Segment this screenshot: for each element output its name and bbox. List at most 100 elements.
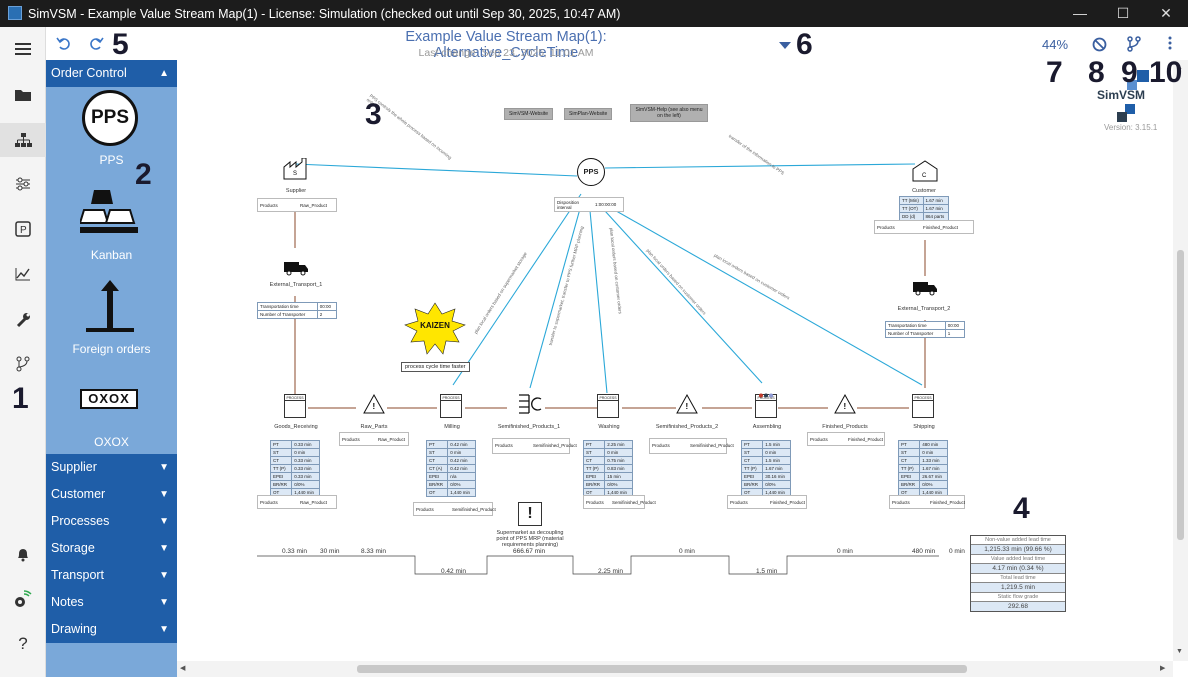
timeline-value: 0 min: [949, 548, 965, 555]
link-simvsm-website[interactable]: SimVSM-Website: [504, 108, 554, 120]
palette-section-drawing[interactable]: Drawing▼: [46, 616, 177, 643]
palette-section-customer[interactable]: Customer▼: [46, 481, 177, 508]
folder-icon[interactable]: [6, 78, 40, 112]
undo-icon[interactable]: [56, 35, 72, 56]
last-change: Last change: Sep 23, 2025, 11:01 AM: [418, 47, 594, 59]
static-label: Static flow grade: [971, 593, 1065, 602]
palette-section-storage[interactable]: Storage▼: [46, 535, 177, 562]
vertical-scroll-thumb[interactable]: [1177, 250, 1184, 540]
pps-symbol-icon[interactable]: PPS: [82, 90, 138, 146]
palette-section-transport[interactable]: Transport▼: [46, 562, 177, 589]
palette-item-foreign-orders[interactable]: Foreign orders: [72, 342, 151, 356]
more-options-icon[interactable]: [1168, 36, 1172, 55]
lead-time-table: Non-value added lead time 1,215.33 min (…: [970, 535, 1066, 612]
horizontal-scroll-thumb[interactable]: [357, 665, 967, 673]
store-label: Finished_Products: [822, 424, 868, 430]
palette-section-order-control[interactable]: Order Control▲: [46, 60, 177, 87]
logo-text: SimVSM: [1097, 88, 1146, 102]
truck-icon[interactable]: [912, 280, 938, 301]
nva-value: 1,215.33 min (99.66 %): [971, 545, 1065, 555]
transport-2-label: External_Transport_2: [897, 306, 951, 312]
kanban-icon[interactable]: [78, 188, 140, 241]
palette-item-kanban[interactable]: Kanban: [90, 248, 133, 262]
process-washing[interactable]: PROCESS: [597, 394, 619, 418]
line-chart-icon[interactable]: [6, 257, 40, 291]
sliders-icon[interactable]: [6, 167, 40, 201]
vertical-scrollbar[interactable]: ▲ ▼: [1173, 60, 1188, 661]
inventory-triangle-icon[interactable]: !: [834, 393, 856, 419]
timeline-value: 0 min: [837, 548, 853, 555]
total-value: 1,219.5 min: [971, 583, 1065, 593]
zoom-level[interactable]: 44%: [1042, 37, 1069, 52]
help-icon[interactable]: ?: [18, 634, 28, 653]
palette-item-oxox[interactable]: OXOX: [94, 435, 129, 449]
block-icon[interactable]: [1092, 37, 1107, 57]
foreign-orders-icon[interactable]: [84, 278, 136, 339]
customer-factory-icon[interactable]: C: [912, 160, 938, 187]
link-simvsm-help[interactable]: SimVSM-Help (see also menu on the left): [630, 104, 708, 122]
wrench-icon[interactable]: [6, 303, 40, 337]
timeline-value: 1.5 min: [756, 568, 778, 575]
annotation-9: 9: [1121, 56, 1138, 89]
oxox-symbol-icon[interactable]: OXOX: [80, 389, 138, 409]
pps-node[interactable]: PPS: [577, 158, 605, 186]
truck-icon[interactable]: [283, 260, 309, 281]
process-shipping[interactable]: PROCESS: [912, 394, 934, 418]
timeline-value: 0 min: [679, 548, 695, 555]
factory-icon[interactable]: S: [283, 157, 309, 185]
va-label: Value added lead time: [971, 555, 1065, 564]
close-button[interactable]: ✕: [1160, 5, 1172, 21]
svg-text:C: C: [922, 173, 927, 179]
link-simplan-website[interactable]: SimPlan-Website: [564, 108, 613, 120]
transport-1-label: External_Transport_1: [269, 282, 323, 288]
svg-text:P: P: [20, 225, 27, 236]
supermarket-icon[interactable]: [517, 394, 543, 419]
warning-note-icon[interactable]: !: [518, 502, 542, 526]
settings-icon[interactable]: [6, 582, 40, 616]
process-label: Shipping: [913, 424, 935, 430]
kanban-dots-icon: [759, 385, 773, 398]
note-box[interactable]: process cycle time faster: [401, 362, 470, 372]
inventory-triangle-icon[interactable]: !: [676, 393, 698, 419]
horizontal-scrollbar[interactable]: ◀ ▶: [177, 661, 1173, 677]
bell-icon[interactable]: [6, 537, 40, 571]
svg-text:S: S: [293, 171, 297, 177]
palette-item-pps[interactable]: PPS: [99, 153, 124, 167]
left-nav: P ?: [0, 27, 46, 677]
palette-section-processes[interactable]: Processes▼: [46, 508, 177, 535]
parking-icon[interactable]: P: [6, 212, 40, 246]
process-label: Milling: [444, 424, 460, 430]
annotation-8: 8: [1088, 56, 1105, 89]
annotation-7: 7: [1046, 56, 1063, 89]
process-milling[interactable]: PROCESS: [440, 394, 462, 418]
process-goods-receiving[interactable]: PROCESS: [284, 394, 306, 418]
branch-icon[interactable]: [6, 347, 40, 381]
customer-data: TT (Min)1.67 min TT (OT)1.67 min DD (d)8…: [899, 196, 949, 221]
minimize-button[interactable]: —: [1073, 5, 1087, 21]
total-label: Total lead time: [971, 574, 1065, 583]
nva-label: Non-value added lead time: [971, 536, 1065, 545]
hierarchy-icon[interactable]: [0, 123, 46, 157]
chevron-down-icon[interactable]: [779, 37, 791, 55]
kaizen-label[interactable]: KAIZEN: [420, 321, 450, 330]
timeline-value: 0.33 min: [282, 548, 307, 555]
palette-section-notes[interactable]: Notes▼: [46, 589, 177, 616]
inventory-triangle-icon[interactable]: !: [363, 393, 385, 419]
svg-text:!: !: [373, 402, 376, 411]
redo-icon[interactable]: [88, 35, 104, 56]
maximize-button[interactable]: ☐: [1116, 5, 1130, 21]
fork-icon[interactable]: [1127, 36, 1141, 57]
palette-section-supplier[interactable]: Supplier▼: [46, 454, 177, 481]
process-label: Washing: [598, 424, 620, 430]
svg-text:!: !: [686, 402, 689, 411]
hamburger-menu-icon[interactable]: [6, 32, 40, 66]
map-title[interactable]: Example Value Stream Map(1): Alternative…: [405, 29, 607, 61]
